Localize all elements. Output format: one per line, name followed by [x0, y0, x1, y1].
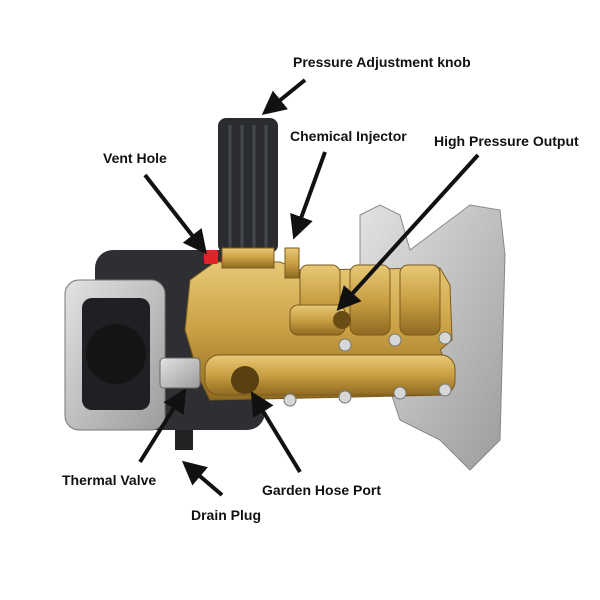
drain-plug — [175, 430, 193, 450]
arrow-vent-hole — [143, 173, 207, 255]
arrow-high-pressure-output — [336, 153, 480, 311]
thermal-valve — [159, 357, 201, 389]
label-vent-hole: Vent Hole — [103, 150, 167, 166]
vent-hole — [204, 250, 218, 264]
arrow-drain-plug — [181, 460, 224, 497]
label-thermal-valve: Thermal Valve — [62, 472, 157, 488]
arrow-chemical-injector — [290, 151, 327, 240]
arrow-garden-hose-port — [250, 391, 302, 474]
label-pressure-adjustment-knob: Pressure Adjustment knob — [293, 54, 471, 70]
label-garden-hose-port: Garden Hose Port — [262, 482, 382, 498]
arrow-pressure-knob — [261, 78, 307, 116]
chemical-injector — [284, 247, 300, 279]
label-high-pressure-output: High Pressure Output — [434, 133, 579, 149]
label-chemical-injector: Chemical Injector — [290, 128, 407, 144]
arrow-thermal-valve — [138, 388, 187, 464]
garden-hose-port — [231, 366, 259, 394]
pressure-adjustment-knob — [218, 118, 278, 253]
label-drain-plug: Drain Plug — [191, 507, 262, 523]
